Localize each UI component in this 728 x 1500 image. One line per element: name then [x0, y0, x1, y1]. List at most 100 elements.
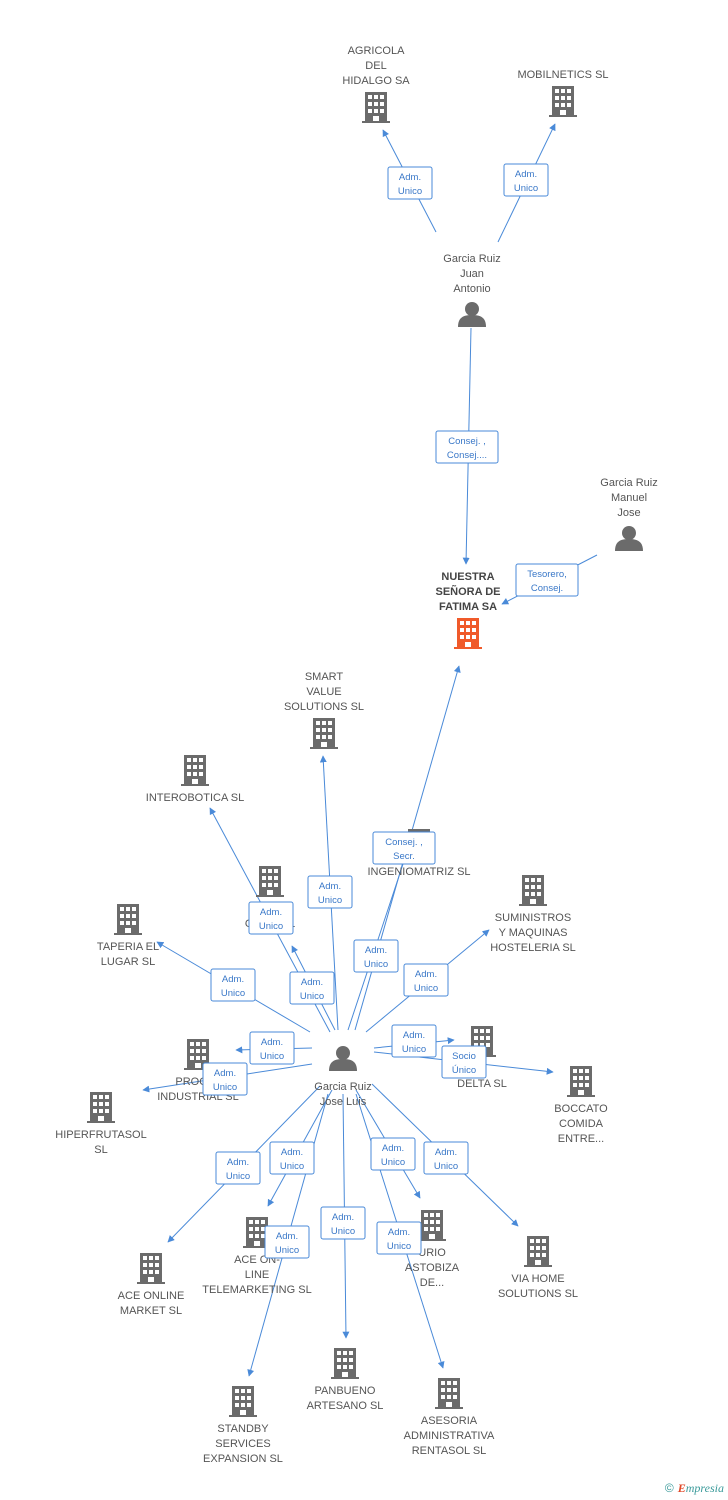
building-icon — [331, 1348, 359, 1379]
edge-label-jose-to-olivo[interactable]: Adm.Unico — [289, 971, 335, 1005]
edge-label-jose-to-aceonline[interactable]: Adm.Unico — [269, 1141, 315, 1175]
node-ingeniomatriz[interactable]: INGENIOMATRIZ SL — [367, 829, 471, 878]
edge-label-box — [503, 163, 549, 197]
edge-label-jose-to-ingeniomatriz[interactable]: Adm.Unico — [353, 939, 399, 973]
node-label: MARKET SL — [120, 1305, 182, 1317]
node-interobotica[interactable]: INTEROBOTICA SL — [146, 755, 244, 804]
edge-label-jose-to-smart[interactable]: Adm.Unico — [307, 875, 353, 909]
edge-label-line: Unico — [213, 1082, 237, 1093]
edge-label-jose-to-urio[interactable]: Adm.Unico — [370, 1137, 416, 1171]
edge-label-line: Unico — [226, 1171, 250, 1182]
edge-label-line: Adm. — [415, 969, 437, 980]
edge-label-line: Adm. — [388, 1227, 410, 1238]
building-icon — [256, 866, 284, 897]
node-label: DEL — [365, 60, 386, 72]
edge-label-jose-to-interobotica[interactable]: Adm.Unico — [248, 901, 294, 935]
edge-label-juan-to-fatima[interactable]: Consej. ,Consej.... — [435, 430, 499, 464]
node-boccato[interactable]: BOCCATOCOMIDAENTRE... — [554, 1066, 608, 1145]
edge-label-box — [307, 875, 353, 909]
edge-label-jose-to-delta[interactable]: Adm.Unico — [391, 1024, 437, 1058]
building-icon — [567, 1066, 595, 1097]
edge-label-line: Único — [452, 1065, 476, 1076]
node-suministros[interactable]: SUMINISTROS Y MAQUINAS HOSTELERIA SL — [490, 875, 576, 954]
node-label: DE... — [420, 1277, 444, 1289]
edge-label-line: Unico — [275, 1245, 299, 1256]
edge-label-line: Unico — [259, 921, 283, 932]
node-label: SOLUTIONS SL — [498, 1288, 578, 1300]
node-label: SUMINISTROS — [495, 912, 571, 924]
building-icon — [435, 1378, 463, 1409]
building-icon — [549, 86, 577, 117]
edge-label-line: Unico — [381, 1157, 405, 1168]
node-label: STANDBY — [217, 1423, 269, 1435]
node-label: URIO — [418, 1247, 446, 1259]
edge-label-line: Consej. — [531, 583, 563, 594]
node-mobilnetics[interactable]: MOBILNETICS SL — [517, 69, 609, 117]
edge-label-box — [320, 1206, 366, 1240]
edge-label-line: Unico — [434, 1161, 458, 1172]
edge-label-jose-to-fatima[interactable]: Consej. ,Secr. — [372, 831, 436, 865]
edge-label-box — [269, 1141, 315, 1175]
edge-label-line: Adm. — [435, 1147, 457, 1158]
edge-label-jose-to-proclex[interactable]: Adm.Unico — [249, 1031, 295, 1065]
edge-label-juan-to-mobilnetics[interactable]: Adm.Unico — [503, 163, 549, 197]
node-label: FATIMA SA — [439, 601, 497, 613]
edge-label-line: Adm. — [214, 1068, 236, 1079]
edge-label-box — [387, 166, 433, 200]
edge-label-jose-to-taperia[interactable]: Adm. Unico — [210, 968, 256, 1002]
node-label: Jose — [617, 507, 640, 519]
node-urio[interactable]: URIOASTOBIZADE... — [405, 1210, 460, 1289]
node-label: TELEMARKETING SL — [202, 1284, 311, 1296]
edge-label-jose-to-hiperfrutasol[interactable]: Adm. Unico — [202, 1062, 248, 1096]
edge-label-line: Adm. — [276, 1231, 298, 1242]
edge-label-box — [391, 1024, 437, 1058]
building-icon — [519, 875, 547, 906]
edge-label-juan-to-agricola[interactable]: Adm.Unico — [387, 166, 433, 200]
node-label: AGRICOLA — [348, 45, 406, 57]
node-label: Garcia Ruiz — [314, 1081, 371, 1093]
building-icon — [362, 92, 390, 123]
edge-label-line: Adm. — [319, 881, 341, 892]
person-icon — [458, 302, 486, 327]
edge-label-jose-to-acemarket[interactable]: Adm. Unico — [215, 1151, 261, 1185]
node-label: VALUE — [306, 686, 341, 698]
building-icon — [310, 718, 338, 749]
edge-label-jose-to-viahome[interactable]: Adm. Unico — [423, 1141, 469, 1175]
edge-label-box — [289, 971, 335, 1005]
node-label: HOSTELERIA SL — [490, 942, 576, 954]
edge-label-jose-to-standby[interactable]: Adm. Unico — [264, 1225, 310, 1259]
edge-label-line: Adm. — [227, 1157, 249, 1168]
edge-label-jose-to-panbueno[interactable]: Adm.Unico — [320, 1206, 366, 1240]
brand-footer[interactable]: ©Empresia — [665, 1481, 724, 1496]
node-label: LINE — [245, 1269, 269, 1281]
edge-label-line: Unico — [221, 988, 245, 999]
edge-label-line: Adm. — [222, 974, 244, 985]
edge-label-jose-to-suministros[interactable]: Adm.Unico — [403, 963, 449, 997]
node-label: SL — [94, 1144, 107, 1156]
edge-label-line: Adm. — [301, 977, 323, 988]
node-label: SOLUTIONS SL — [284, 701, 364, 713]
building-icon — [181, 755, 209, 786]
edge-label-box — [435, 430, 499, 464]
node-label: Antonio — [453, 283, 490, 295]
building-icon — [137, 1253, 165, 1284]
edge-label-jose-to-asesoria[interactable]: Adm.Unico — [376, 1221, 422, 1255]
edge-label-manuel-to-fatima[interactable]: Tesorero,Consej. — [515, 563, 579, 597]
node-label: Y MAQUINAS — [499, 927, 568, 939]
